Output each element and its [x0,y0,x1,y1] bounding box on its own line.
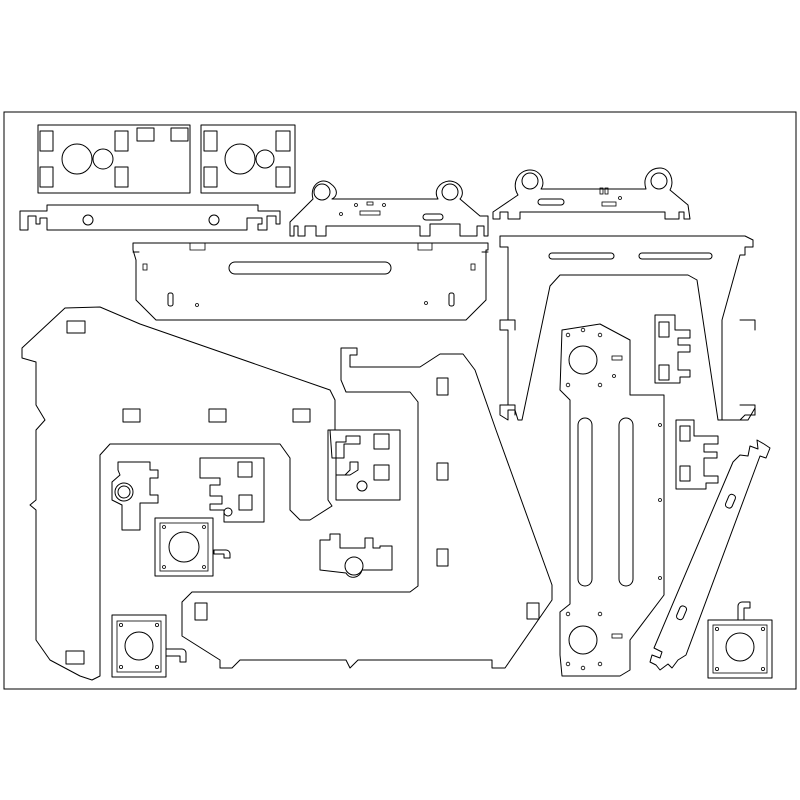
slot [170,127,189,142]
sensor-hole [61,143,93,175]
slot [39,130,54,152]
inner-frame [181,347,553,669]
motor-mount-right [707,601,773,679]
right-upright-frame [499,235,756,421]
bracket-upper-right [654,314,691,384]
sensor-plate-left [37,124,191,194]
slotted-panel [132,242,489,321]
bracket-left [111,461,159,531]
bracket-center [329,429,401,501]
sensor-hole [92,148,114,170]
bracket-mid-right [675,419,719,490]
bracket-wheels-left [289,180,489,237]
motor-mount-left [111,614,187,678]
slot [136,127,155,142]
slot [39,166,54,188]
clamp-piece [319,533,393,578]
diagonal-strip [649,439,771,671]
bar-with-hooks [19,204,281,231]
side-frame-large [21,306,336,681]
bracket-wheels-right [492,167,691,220]
motor-mount-inner [154,517,231,577]
bracket-middle [199,457,265,523]
sensor-plate-right [200,124,296,194]
rail-carriage-plate [559,323,665,677]
slot [114,130,129,152]
slot [114,166,129,188]
